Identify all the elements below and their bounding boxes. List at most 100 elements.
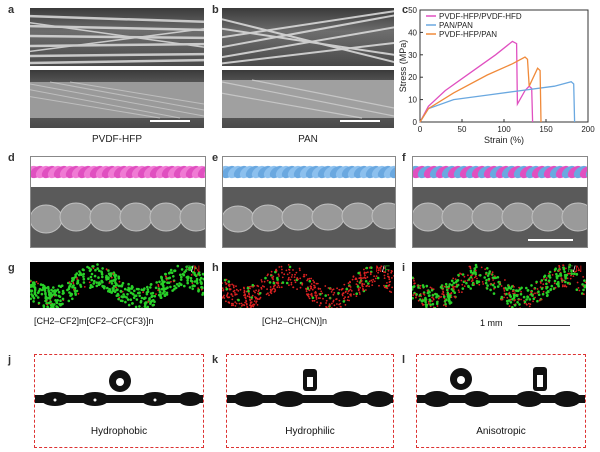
eds-dot bbox=[189, 276, 193, 280]
eds-dot bbox=[272, 278, 274, 281]
legend-label: PVDF-HFP/PVDF-HFD bbox=[439, 12, 522, 21]
eds-dot bbox=[131, 302, 134, 305]
eds-dot bbox=[296, 277, 299, 279]
eds-dot bbox=[364, 277, 367, 280]
eds-dot bbox=[422, 304, 424, 306]
eds-dot bbox=[558, 266, 561, 269]
eds-dot bbox=[577, 287, 580, 289]
eds-dot bbox=[142, 291, 144, 294]
eds-dot bbox=[507, 285, 511, 289]
eds-dot bbox=[347, 290, 350, 293]
eds-dot bbox=[476, 277, 478, 280]
eds-dot bbox=[352, 275, 355, 278]
eds-dot bbox=[488, 270, 492, 273]
eds-dot bbox=[583, 279, 586, 282]
eds-dot bbox=[138, 294, 141, 298]
eds-dot bbox=[35, 294, 38, 297]
eds-dot bbox=[157, 285, 160, 288]
eds-dot bbox=[361, 282, 364, 285]
eds-dot bbox=[49, 303, 53, 307]
eds-dot bbox=[312, 279, 314, 282]
series-line-1 bbox=[419, 80, 576, 123]
eds-dot bbox=[172, 280, 175, 283]
eds-dot bbox=[548, 270, 552, 274]
eds-dot bbox=[223, 297, 226, 299]
eds-dot bbox=[118, 280, 121, 283]
eds-dot bbox=[278, 266, 281, 268]
eds-dot bbox=[489, 283, 492, 286]
eds-dot bbox=[530, 291, 532, 293]
eds-dot bbox=[386, 282, 388, 284]
eds-dot bbox=[132, 296, 136, 299]
droplet-panel-j: Hydrophobic bbox=[34, 354, 204, 448]
eds-dot bbox=[135, 287, 139, 291]
eds-dot bbox=[481, 281, 484, 283]
eds-dot bbox=[574, 270, 576, 273]
eds-dot bbox=[513, 304, 517, 307]
eds-dot bbox=[565, 285, 568, 288]
eds-dot bbox=[277, 281, 279, 283]
eds-dot bbox=[67, 299, 71, 303]
eds-dot bbox=[33, 292, 37, 295]
eds-dot bbox=[479, 274, 482, 277]
eds-dot bbox=[30, 290, 33, 293]
eds-dot bbox=[485, 279, 488, 282]
eds-dot bbox=[263, 285, 265, 288]
eds-dot bbox=[133, 289, 136, 293]
eds-dot bbox=[471, 278, 474, 280]
eds-dot bbox=[546, 290, 550, 293]
eds-dot bbox=[76, 282, 79, 285]
eds-dot bbox=[76, 278, 79, 280]
eds-dot bbox=[153, 294, 157, 298]
eds-dot bbox=[450, 279, 454, 283]
eds-dot bbox=[197, 288, 200, 292]
eds-dot bbox=[373, 275, 375, 278]
yarn-strand bbox=[389, 165, 395, 179]
eds-dot bbox=[230, 304, 233, 307]
eds-dot bbox=[302, 275, 305, 278]
eds-dot bbox=[310, 287, 312, 289]
eds-dot bbox=[126, 293, 129, 296]
eds-dot bbox=[115, 283, 118, 287]
eds-dot bbox=[258, 292, 262, 295]
eds-dot bbox=[308, 289, 311, 292]
eds-dot bbox=[72, 282, 75, 285]
eds-dot bbox=[431, 300, 434, 302]
eds-dot bbox=[224, 281, 227, 284]
eds-dot bbox=[454, 296, 457, 299]
eds-dot bbox=[358, 291, 361, 294]
eds-dot bbox=[532, 300, 534, 303]
eds-dot bbox=[308, 277, 311, 280]
eds-dot bbox=[168, 271, 172, 274]
eds-dot bbox=[422, 299, 425, 302]
eds-dot bbox=[229, 288, 231, 290]
eds-dot bbox=[265, 293, 268, 296]
eds-dot bbox=[95, 284, 99, 288]
eds-dot bbox=[271, 288, 274, 291]
eds-dot bbox=[225, 300, 227, 303]
eds-dot bbox=[365, 289, 367, 291]
eds-dot bbox=[490, 273, 493, 276]
eds-dot bbox=[164, 275, 167, 278]
eds-dot bbox=[311, 296, 315, 300]
eds-dot bbox=[452, 287, 455, 289]
eds-dot bbox=[228, 283, 230, 286]
eds-dot bbox=[431, 293, 435, 297]
yarn-panel-f bbox=[412, 156, 588, 248]
eds-dot bbox=[200, 288, 203, 291]
eds-dot bbox=[355, 292, 358, 295]
eds-dot bbox=[368, 267, 371, 269]
eds-dot bbox=[199, 278, 202, 282]
eds-dot bbox=[464, 280, 467, 282]
eds-dot bbox=[249, 299, 252, 302]
eds-dot bbox=[52, 286, 55, 289]
eds-dot bbox=[270, 270, 273, 273]
eds-dot bbox=[185, 265, 188, 269]
eds-dot bbox=[243, 304, 246, 307]
eds-dot bbox=[129, 291, 133, 295]
eds-dot bbox=[250, 285, 252, 288]
eds-dot bbox=[276, 278, 279, 281]
eds-dot bbox=[154, 286, 158, 290]
eds-dot bbox=[424, 300, 427, 304]
eds-dot bbox=[306, 279, 308, 282]
